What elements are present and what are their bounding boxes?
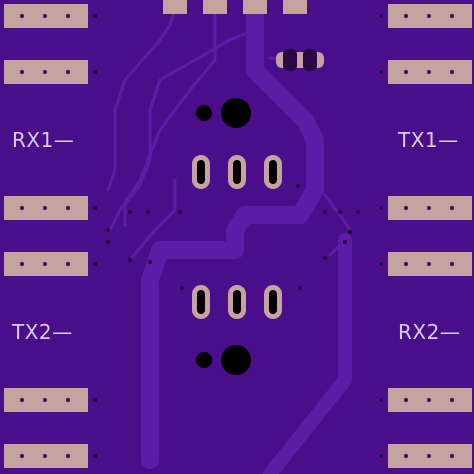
trace-b	[123, 28, 257, 227]
label-rx2: RX2—	[398, 320, 461, 344]
lower-connector	[192, 285, 282, 375]
label-tx1: TX1—	[398, 128, 459, 152]
smd-component	[276, 49, 324, 71]
lower-large-hole	[221, 345, 251, 375]
top-pad-2	[203, 0, 227, 14]
lower-small-hole	[196, 352, 212, 368]
trace-right	[263, 233, 352, 474]
trace-c	[106, 8, 177, 192]
label-tx2: TX2—	[12, 320, 73, 344]
edge-vias	[93, 14, 383, 458]
top-pad-1	[163, 0, 187, 14]
upper-large-hole	[221, 98, 251, 128]
upper-small-hole	[196, 105, 212, 121]
trace-a	[108, 8, 217, 232]
copper-traces	[106, 0, 352, 474]
top-header-pads	[163, 0, 307, 14]
pad-dots	[20, 14, 454, 458]
top-pad-4	[283, 0, 307, 14]
label-rx1: RX1—	[12, 128, 75, 152]
upper-connector	[192, 98, 282, 189]
trace-e	[323, 193, 352, 232]
trace-f	[328, 238, 347, 257]
trace-d	[128, 178, 177, 262]
trace-main	[141, 0, 324, 469]
top-pad-3	[243, 0, 267, 14]
